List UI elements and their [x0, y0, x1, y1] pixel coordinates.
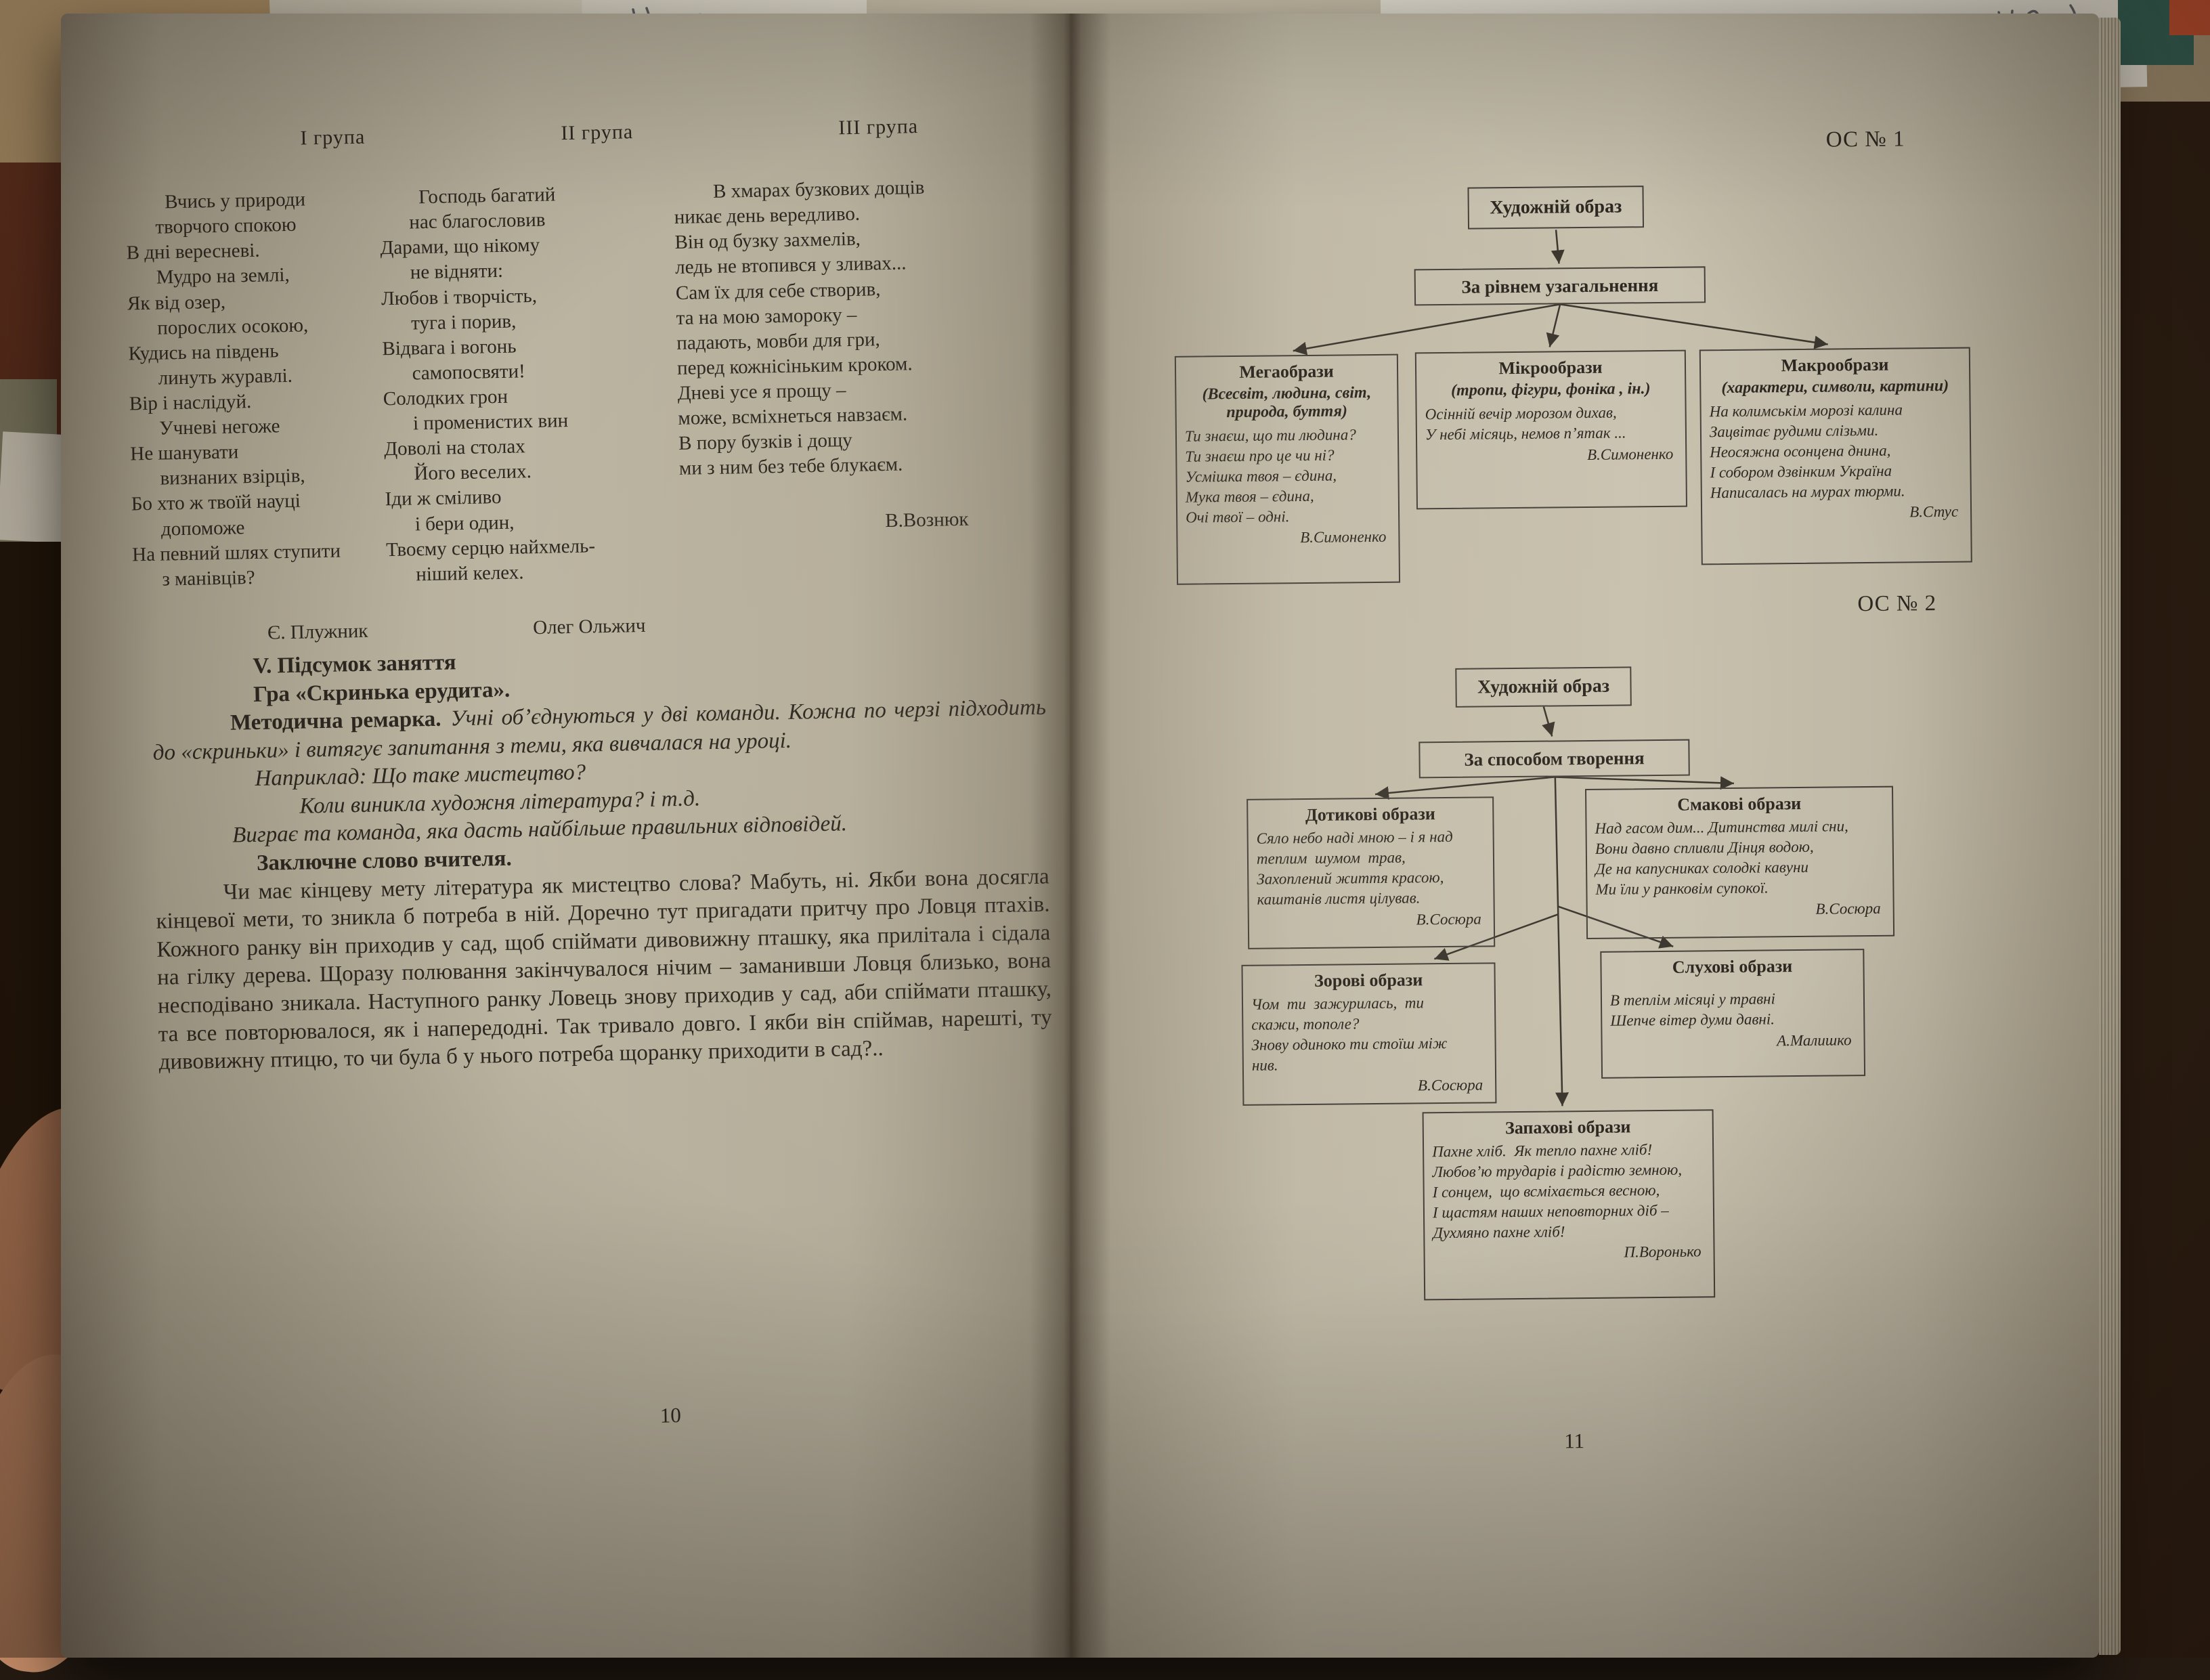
page-left-content: І група ІІ група ІІІ група Вчись у приро…: [61, 4, 1101, 1667]
red-object-corner: [2169, 0, 2210, 35]
diagram1-node-makroobrazy: Макрообрази (характери, символи, картини…: [1699, 347, 1972, 565]
diagram2-node-slukhovi: Слухові образи В теплім місяці у травні …: [1600, 949, 1866, 1079]
book-spread: І група ІІ група ІІІ група Вчись у приро…: [61, 14, 2121, 1658]
node-quote: На колимськім морозі калина Зацвітає руд…: [1709, 401, 1905, 501]
diagram1-node-mikroobrazy: Мікрообрази (тропи, фігури, фоніка , ін.…: [1414, 349, 1688, 510]
node-title: Зорові образи: [1314, 970, 1423, 991]
node-quote: Пахне хліб. Як тепло пахне хліб! Любов’ю…: [1432, 1141, 1683, 1241]
os2-label: ОС № 2: [1857, 591, 1937, 617]
node-quote: Чом ти зажурилась, ти скажи, тополе? Зно…: [1251, 994, 1448, 1074]
poem-column-2: Господь багатий нас благословив Дарами, …: [378, 156, 656, 694]
diagram2-node-zapakhovi: Запахові образи Пахне хліб. Як тепло пах…: [1422, 1109, 1716, 1301]
node-quote: В теплім місяці у травні Шепче вітер дум…: [1609, 990, 1776, 1029]
node-author: В.Сосюра: [1417, 1076, 1483, 1094]
diagram2-root-box: Художній образ: [1455, 666, 1632, 708]
poem-column-1: Вчись у природи творчого спокою В дні ве…: [125, 161, 378, 699]
node-author: А.Малишко: [1777, 1031, 1852, 1050]
remark-label: Методична ремарка.: [230, 706, 441, 735]
os1-label: ОС № 1: [1825, 127, 1905, 152]
poem-column-3: В хмарах бузкових дощів никає день веред…: [673, 150, 979, 588]
node-title: Мікрообрази: [1498, 357, 1603, 379]
diagram2-root-label: Художній образ: [1477, 675, 1610, 698]
diagram2-node-zorovi: Зорові образи Чом ти зажурилась, ти скаж…: [1241, 962, 1497, 1106]
node-author: П.Воронько: [1624, 1243, 1702, 1261]
node-quote: Осінній вечір морозом дихав, У небі міся…: [1425, 404, 1626, 444]
node-title: Слухові образи: [1672, 956, 1793, 977]
diagram1-level-label: За рівнем узагальнення: [1461, 274, 1659, 297]
lesson-summary-section: V. Підсумок заняття Гра «Скринька ерудит…: [151, 638, 1053, 1077]
poem-2-author: Олег Ольжич: [532, 614, 646, 639]
node-author: В.Сосюра: [1815, 899, 1881, 918]
node-title: Мегаобрази: [1239, 361, 1334, 382]
diagram1-root-box: Художній образ: [1467, 186, 1645, 230]
closing-word-text: Чи має кінцеву мету література як мистец…: [156, 864, 1052, 1075]
group-header-2: ІІ група: [561, 121, 634, 145]
node-author: В.Стус: [1909, 503, 1959, 521]
page-right: ОС № 1 ОС № 2: [1070, 14, 2099, 1658]
group-header-1: І група: [300, 125, 366, 150]
diagram1-level-box: За рівнем узагальнення: [1414, 266, 1706, 306]
page-number-right: 11: [1564, 1429, 1585, 1453]
node-title: Смакові образи: [1677, 793, 1802, 815]
node-subtitle: (тропи, фігури, фоніка , ін.): [1450, 380, 1651, 400]
node-title: Запахові образи: [1504, 1117, 1631, 1138]
poem-1-author: Є. Плужник: [267, 620, 368, 644]
node-title: Макрообрази: [1781, 354, 1889, 376]
poem-1-lines: Вчись у природи творчого спокою В дні ве…: [125, 188, 341, 591]
node-author: В.Сосюра: [1416, 910, 1481, 928]
diagram2-level-label: За способом творення: [1464, 747, 1645, 770]
page-right-content: ОС № 1 ОС № 2: [1070, 9, 2115, 1662]
node-author: В.Симоненко: [1300, 528, 1387, 546]
node-subtitle: (Всесвіт, людина, світ, природа, буття): [1202, 384, 1372, 422]
poem-2-lines: Господь багатий нас благословив Дарами, …: [379, 184, 596, 586]
poem-3-lines: В хмарах бузкових дощів никає день веред…: [674, 176, 925, 480]
diagram2-node-dotykovi: Дотикові образи Сяло небо наді мною – і …: [1247, 796, 1496, 949]
node-author: В.Симоненко: [1586, 445, 1674, 463]
node-subtitle: (характери, символи, картини): [1721, 376, 1949, 397]
page-number-left: 10: [659, 1403, 682, 1427]
diagram1-root-label: Художній образ: [1490, 196, 1622, 219]
node-quote: Ти знаєш, що ти людина? Ти знаєш про це …: [1184, 426, 1356, 526]
diagram2-level-box: За способом творення: [1418, 739, 1690, 779]
node-quote: Сяло небо наді мною – і я над теплим шум…: [1256, 827, 1453, 908]
page-stack-edge: [2099, 18, 2121, 1655]
poem-3-author: В.Вознюк: [884, 508, 969, 532]
group-header-3: ІІІ група: [838, 115, 919, 139]
node-quote: Над гасом дим... Дитинства милі сни, Вон…: [1595, 817, 1848, 898]
diagram1-node-megaobrazy: Мегаобрази (Всесвіт, людина, світ, приро…: [1174, 353, 1401, 585]
page-left: І група ІІ група ІІІ група Вчись у приро…: [61, 14, 1070, 1658]
node-title: Дотикові образи: [1305, 804, 1435, 825]
diagram2-node-smakovi: Смакові образи Над гасом дим... Дитинств…: [1584, 785, 1895, 940]
